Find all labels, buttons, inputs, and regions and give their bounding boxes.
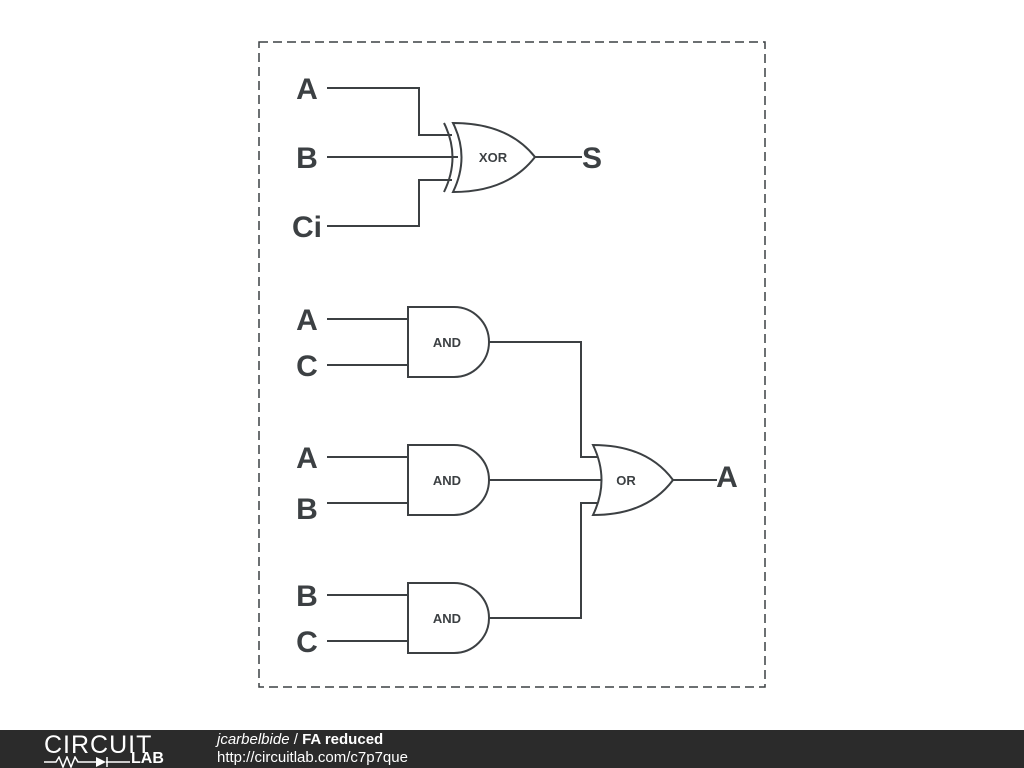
- xor-gate[interactable]: XOR: [443, 121, 537, 194]
- credit-separator: /: [289, 731, 303, 748]
- circuit-url-link[interactable]: http://circuitlab.com/c7p7que: [217, 749, 408, 766]
- xor-gate-body: [451, 121, 537, 194]
- wire-xor-input-a: [327, 87, 452, 136]
- and-gate-3[interactable]: AND: [407, 582, 490, 654]
- pin-label-xor-a: A: [296, 73, 318, 106]
- pin-label-and3-c: C: [296, 626, 318, 659]
- or-gate-body: [591, 443, 675, 517]
- pin-label-and1-c: C: [296, 350, 318, 383]
- wire-and1-to-or: [489, 341, 597, 458]
- pin-label-and1-a: A: [296, 304, 318, 337]
- resistor-diode-icon: [44, 756, 130, 768]
- and-gate-1-label: AND: [433, 335, 461, 350]
- author-link[interactable]: jcarbelbide: [217, 731, 290, 748]
- circuit-credit: jcarbelbide / FA reduced: [217, 731, 383, 748]
- or-gate-label: OR: [616, 473, 636, 488]
- schematic-canvas: XOR AND AND AND OR A B Ci S A C A B B C …: [258, 41, 766, 688]
- pin-label-xor-b: B: [296, 142, 318, 175]
- logo-text-circuit: CIRCUIT: [44, 731, 153, 759]
- wire-xor-input-ci: [327, 179, 452, 227]
- footer-bar: CIRCUIT LAB jcarbelbide / FA reduced htt…: [0, 730, 1024, 768]
- pin-label-xor-ci: Ci: [292, 211, 322, 244]
- and-gate-2-label: AND: [433, 473, 461, 488]
- subcircuit-border: [258, 41, 766, 688]
- and-gate-3-label: AND: [433, 611, 461, 626]
- circuit-title[interactable]: FA reduced: [302, 731, 384, 748]
- xor-gate-label: XOR: [479, 150, 508, 165]
- wire-and3-to-or: [489, 502, 597, 619]
- pin-label-and2-b: B: [296, 493, 318, 526]
- pin-label-and2-a: A: [296, 442, 318, 475]
- logo-text-lab: LAB: [131, 750, 164, 767]
- and-gate-1-body: [407, 306, 490, 378]
- and-gate-1[interactable]: AND: [407, 306, 490, 378]
- pin-label-carry-out: A: [716, 461, 738, 494]
- circuitlab-logo[interactable]: CIRCUIT LAB: [44, 732, 174, 768]
- xor-gate-back-curve: [443, 122, 454, 193]
- and-gate-2[interactable]: AND: [407, 444, 490, 516]
- and-gate-3-body: [407, 582, 490, 654]
- pin-label-and3-b: B: [296, 580, 318, 613]
- and-gate-2-body: [407, 444, 490, 516]
- pin-label-sum: S: [582, 142, 602, 175]
- or-gate[interactable]: OR: [591, 443, 675, 517]
